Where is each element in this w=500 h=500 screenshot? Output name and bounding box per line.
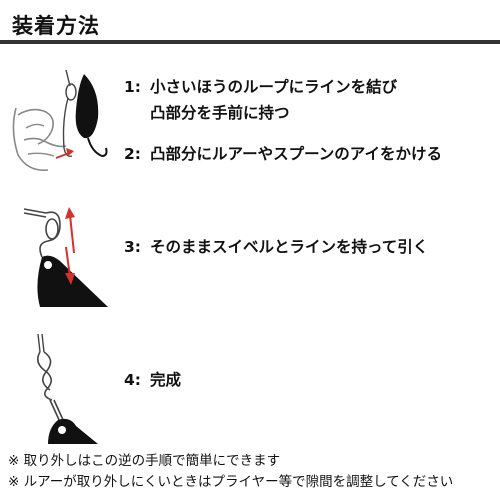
title-rule <box>0 40 500 44</box>
step-1-number: 1: <box>124 78 141 96</box>
step-4: 4: 完成 <box>124 367 181 393</box>
step-4-line-1: 完成 <box>150 371 182 389</box>
notes: ※ 取り外しはこの逆の手順で簡単にできます ※ ルアーが取り外しにくいときはプラ… <box>8 451 453 493</box>
note-2: ※ ルアーが取り外しにくいときはプライヤー等で隙間を調整してください <box>8 474 454 490</box>
illustration-snap-arrows <box>23 207 108 307</box>
note-1: ※ 取り外しはこの逆の手順で簡単にできます <box>8 453 281 469</box>
step-2: 2: 凸部分にルアーやスプーンのアイをかける <box>124 141 442 167</box>
step-2-number: 2: <box>124 145 141 163</box>
illustration-hand-lure <box>12 69 108 172</box>
header: 装着方法 <box>0 0 500 46</box>
step-1-line-2: 凸部分を手前に持つ <box>150 104 290 122</box>
step-3: 3: そのままスイベルとラインを持って引く <box>124 234 428 260</box>
page-title: 装着方法 <box>12 14 100 38</box>
illustration-complete-snap <box>36 333 98 444</box>
step-3-line-1: そのままスイベルとラインを持って引く <box>150 238 429 256</box>
step-2-line-1: 凸部分にルアーやスプーンのアイをかける <box>150 145 443 163</box>
step-3-number: 3: <box>124 238 141 256</box>
step-1: 1: 小さいほうのループにラインを結び 凸部分を手前に持つ <box>124 74 397 126</box>
step-4-number: 4: <box>124 371 141 389</box>
step-1-line-1: 小さいほうのループにラインを結び <box>150 78 398 96</box>
